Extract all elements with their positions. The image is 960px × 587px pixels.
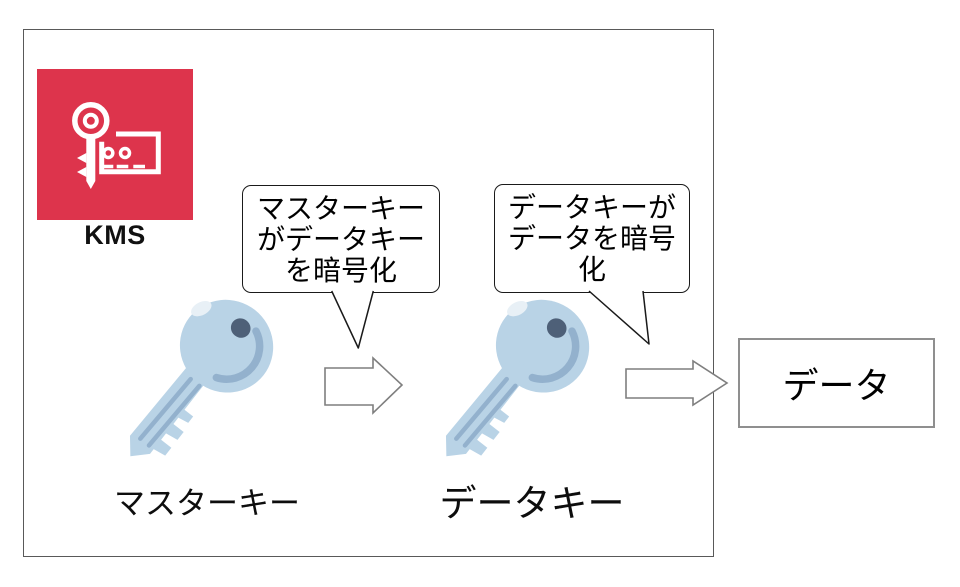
icon-card-dot-2 <box>118 146 132 160</box>
kms-service-icon <box>37 69 193 220</box>
bubble-data-tail <box>588 290 650 345</box>
bubble-text-line: がデータキー <box>256 223 425 255</box>
key-head-shading <box>528 327 580 383</box>
data-key-illustration <box>445 299 590 457</box>
key-shaft <box>445 355 537 457</box>
master-key-label: マスターキー <box>114 486 300 521</box>
key-hole <box>546 318 567 338</box>
encrypt-arrow-1-icon <box>324 356 404 415</box>
icon-key-hole <box>82 112 99 129</box>
master-key-illustration <box>129 299 274 457</box>
key-highlight <box>507 301 528 317</box>
key-head-shading <box>212 327 264 383</box>
bubble-text-line: 化 <box>577 254 606 285</box>
bubble-text-line: データキーが <box>507 192 676 223</box>
bubble-master-tail <box>331 290 375 349</box>
key-grooves <box>138 376 202 448</box>
kms-key-card-icon <box>72 102 161 189</box>
encrypt-arrow-2-icon <box>625 359 729 407</box>
data-box: データ <box>738 338 935 428</box>
data-key-label: データキー <box>439 483 625 524</box>
bubble-text-line: データを暗号 <box>507 223 676 254</box>
bubble-datakey-encrypts-data: データキーが データを暗号 化 <box>494 184 690 293</box>
key-grooves <box>454 376 518 448</box>
key-hole <box>230 318 251 338</box>
key-shaft <box>129 355 221 457</box>
icon-card-dot-1 <box>102 146 115 160</box>
bubble-master-encrypts-datakey: マスターキー がデータキー を暗号化 <box>242 185 440 293</box>
bubble-text-line: を暗号化 <box>284 254 397 286</box>
data-box-label: データ <box>782 365 891 406</box>
bubble-text-line: マスターキー <box>256 192 425 224</box>
icon-card-outline <box>99 131 161 175</box>
kms-label: KMS <box>84 220 146 250</box>
key-highlight <box>191 301 212 317</box>
icon-key-ring <box>72 102 110 140</box>
icon-key-shaft <box>77 137 96 189</box>
